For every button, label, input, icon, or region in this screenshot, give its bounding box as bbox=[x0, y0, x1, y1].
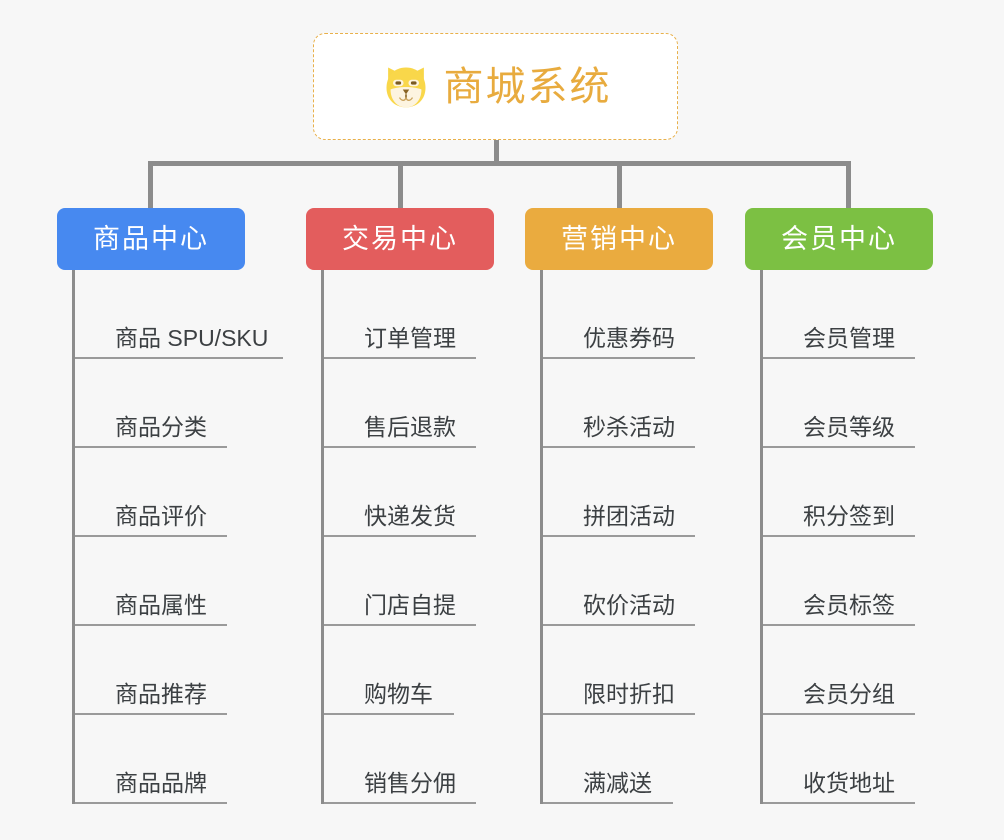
leaf-item-label: 订单管理 bbox=[364, 325, 456, 351]
leaf-item-label: 收货地址 bbox=[803, 770, 895, 796]
leaf-item-underline bbox=[763, 446, 915, 448]
leaf-item-underline bbox=[763, 713, 915, 715]
leaf-item-label: 销售分佣 bbox=[364, 770, 456, 796]
category-label: 会员中心 bbox=[781, 223, 897, 254]
leaf-item-label: 商品 SPU/SKU bbox=[115, 325, 269, 351]
leaf-item-underline bbox=[543, 535, 695, 537]
category-box-member-center[interactable]: 会员中心 bbox=[745, 208, 933, 270]
connector-drop-3 bbox=[617, 161, 622, 208]
leaf-item-label: 砍价活动 bbox=[583, 592, 675, 618]
leaf-item-label: 购物车 bbox=[364, 681, 433, 707]
column-spine bbox=[760, 270, 763, 804]
leaf-item[interactable]: 购物车 bbox=[324, 626, 454, 715]
category-box-marketing-center[interactable]: 营销中心 bbox=[525, 208, 713, 270]
category-label: 营销中心 bbox=[561, 223, 677, 254]
connector-drop-2 bbox=[398, 161, 403, 208]
leaf-item-label: 满减送 bbox=[583, 770, 652, 796]
leaf-item-label: 积分签到 bbox=[803, 503, 895, 529]
leaf-item[interactable]: 优惠券码 bbox=[543, 270, 695, 359]
leaf-item-underline bbox=[75, 624, 227, 626]
root-node-card[interactable]: 商城系统 bbox=[313, 33, 678, 140]
leaf-item-underline bbox=[324, 624, 476, 626]
leaf-item-underline bbox=[75, 802, 227, 804]
column-spine bbox=[72, 270, 75, 804]
leaf-item[interactable]: 收货地址 bbox=[763, 715, 915, 804]
leaf-item-underline bbox=[543, 357, 695, 359]
category-label: 商品中心 bbox=[93, 223, 209, 254]
leaf-item-label: 会员分组 bbox=[803, 681, 895, 707]
leaf-item-underline bbox=[543, 802, 673, 804]
column-spine bbox=[321, 270, 324, 804]
leaf-item-label: 会员标签 bbox=[803, 592, 895, 618]
leaf-item-underline bbox=[763, 802, 915, 804]
leaf-item-label: 商品评价 bbox=[115, 503, 207, 529]
leaf-item-label: 拼团活动 bbox=[583, 503, 675, 529]
leaf-item[interactable]: 销售分佣 bbox=[324, 715, 476, 804]
connector-drop-1 bbox=[148, 161, 153, 208]
leaf-item[interactable]: 商品分类 bbox=[75, 359, 227, 448]
column-spine bbox=[540, 270, 543, 804]
leaf-item-label: 商品品牌 bbox=[115, 770, 207, 796]
leaf-item-label: 商品属性 bbox=[115, 592, 207, 618]
leaf-item-label: 门店自提 bbox=[364, 592, 456, 618]
leaf-item-underline bbox=[543, 446, 695, 448]
leaf-item[interactable]: 商品品牌 bbox=[75, 715, 227, 804]
leaf-item[interactable]: 售后退款 bbox=[324, 359, 476, 448]
leaf-item-underline bbox=[324, 357, 476, 359]
leaf-item-label: 商品推荐 bbox=[115, 681, 207, 707]
leaf-item-underline bbox=[543, 624, 695, 626]
connector-drop-4 bbox=[846, 161, 851, 208]
leaf-item-underline bbox=[75, 357, 283, 359]
leaf-item[interactable]: 限时折扣 bbox=[543, 626, 695, 715]
leaf-item[interactable]: 会员分组 bbox=[763, 626, 915, 715]
leaf-item-label: 商品分类 bbox=[115, 414, 207, 440]
leaf-item-label: 会员等级 bbox=[803, 414, 895, 440]
leaf-item-label: 会员管理 bbox=[803, 325, 895, 351]
leaf-item-underline bbox=[543, 713, 695, 715]
leaf-item[interactable]: 门店自提 bbox=[324, 537, 476, 626]
leaf-item[interactable]: 会员等级 bbox=[763, 359, 915, 448]
leaf-item-label: 限时折扣 bbox=[583, 681, 675, 707]
leaf-item[interactable]: 会员标签 bbox=[763, 537, 915, 626]
category-box-product-center[interactable]: 商品中心 bbox=[57, 208, 245, 270]
leaf-item-underline bbox=[763, 357, 915, 359]
leaf-item[interactable]: 满减送 bbox=[543, 715, 673, 804]
leaf-item-underline bbox=[763, 624, 915, 626]
leaf-item[interactable]: 积分签到 bbox=[763, 448, 915, 537]
leaf-item-underline bbox=[324, 713, 454, 715]
leaf-item[interactable]: 快递发货 bbox=[324, 448, 476, 537]
leaf-item-label: 售后退款 bbox=[364, 414, 456, 440]
leaf-item[interactable]: 商品 SPU/SKU bbox=[75, 270, 283, 359]
leaf-item-underline bbox=[324, 446, 476, 448]
leaf-item-underline bbox=[75, 713, 227, 715]
leaf-item[interactable]: 商品推荐 bbox=[75, 626, 227, 715]
category-box-trade-center[interactable]: 交易中心 bbox=[306, 208, 494, 270]
connector-root-stem bbox=[494, 140, 499, 164]
leaf-item[interactable]: 拼团活动 bbox=[543, 448, 695, 537]
leaf-item[interactable]: 订单管理 bbox=[324, 270, 476, 359]
leaf-item[interactable]: 秒杀活动 bbox=[543, 359, 695, 448]
connector-horizontal-bus bbox=[148, 161, 851, 166]
leaf-item-underline bbox=[763, 535, 915, 537]
root-node-title: 商城系统 bbox=[443, 64, 612, 109]
leaf-item[interactable]: 会员管理 bbox=[763, 270, 915, 359]
category-label: 交易中心 bbox=[342, 223, 458, 254]
shiba-dog-icon bbox=[386, 67, 425, 107]
leaf-item-label: 优惠券码 bbox=[583, 325, 675, 351]
leaf-item-label: 快递发货 bbox=[364, 503, 456, 529]
leaf-item-underline bbox=[75, 446, 227, 448]
leaf-item-label: 秒杀活动 bbox=[583, 414, 675, 440]
leaf-item[interactable]: 商品属性 bbox=[75, 537, 227, 626]
leaf-item-underline bbox=[75, 535, 227, 537]
leaf-item[interactable]: 商品评价 bbox=[75, 448, 227, 537]
leaf-item[interactable]: 砍价活动 bbox=[543, 537, 695, 626]
leaf-item-underline bbox=[324, 802, 476, 804]
leaf-item-underline bbox=[324, 535, 476, 537]
